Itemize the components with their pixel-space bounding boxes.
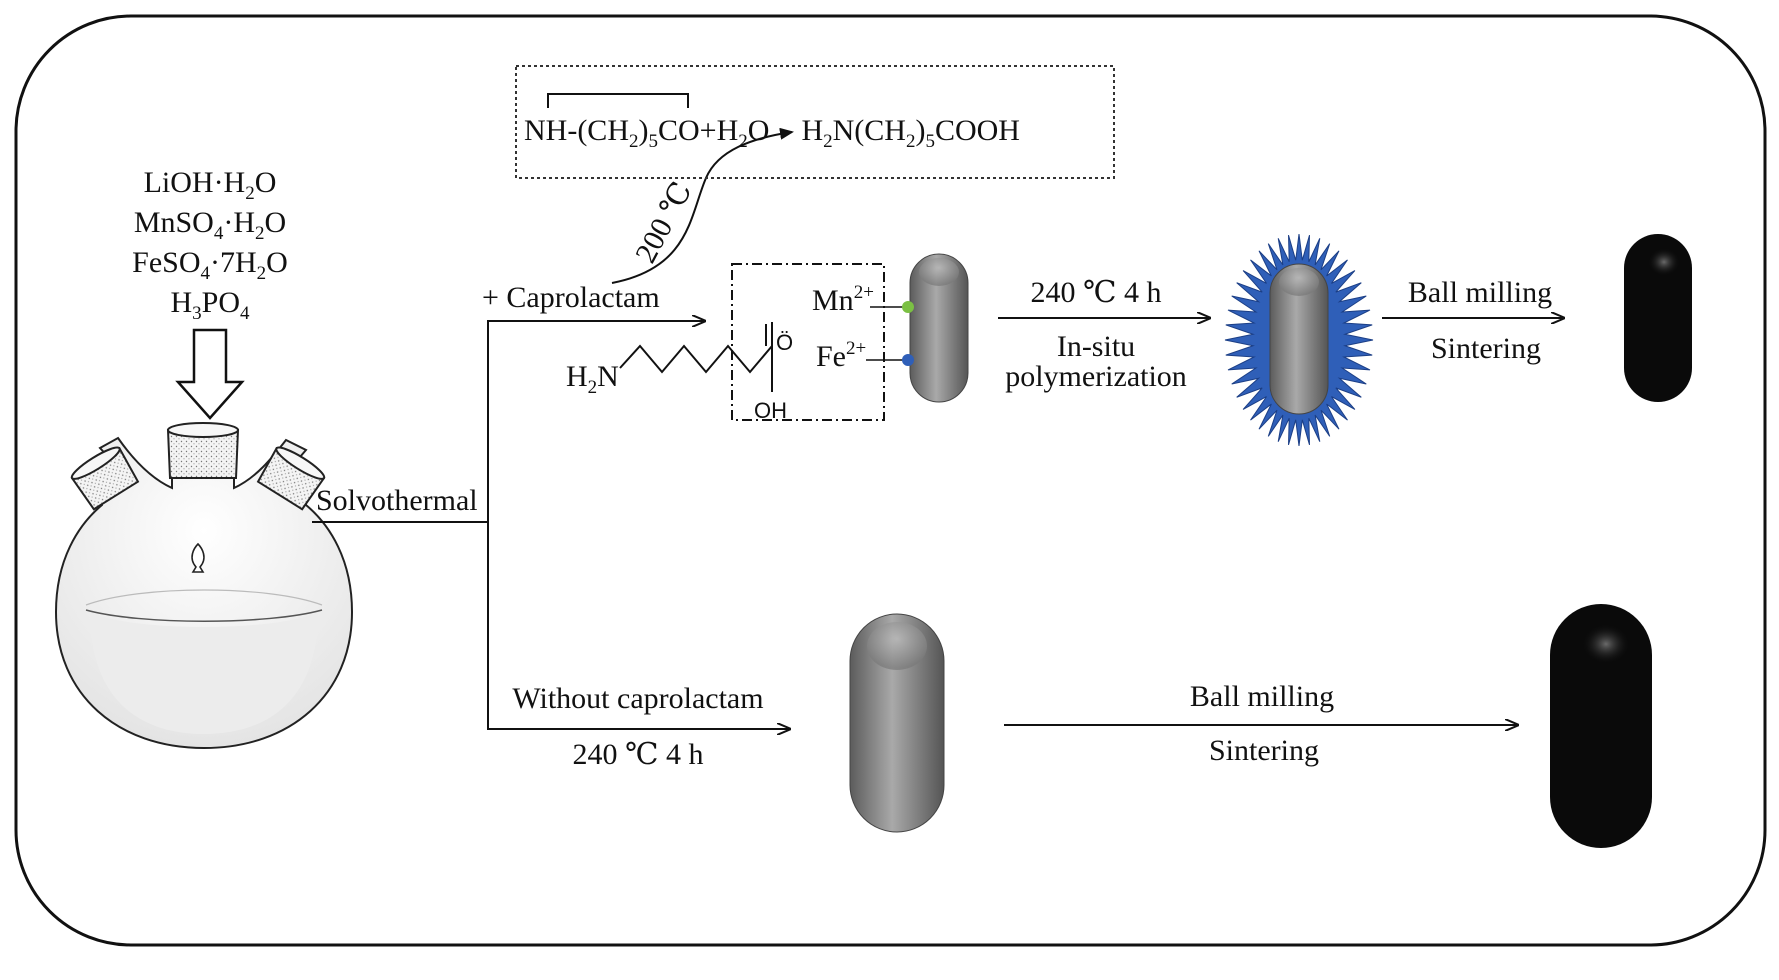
mn-dot	[902, 301, 914, 313]
molecule-oxygen: Ö	[776, 330, 793, 355]
insitu-label: In-situ	[1057, 330, 1135, 363]
equation-box	[515, 65, 1115, 179]
gray-particle-lower	[849, 613, 945, 833]
reagent-lioh: LiOH·H2O	[144, 166, 277, 204]
gray-particle-upper	[909, 253, 969, 403]
heating-curve-arrow	[611, 127, 794, 284]
reagent-mnso4: MnSO4·H2O	[134, 206, 286, 244]
polymerization-label: polymerization	[1005, 360, 1187, 393]
hollow-down-arrow	[175, 328, 245, 420]
molecule-chain	[619, 344, 773, 374]
bottom-condition-label: 240 ℃ 4 h	[572, 738, 703, 771]
sintering-bottom-label: Sintering	[1209, 734, 1319, 767]
carbon-coated-particle-top	[1624, 234, 1692, 402]
fe-dot	[902, 354, 914, 366]
sintering-top-label: Sintering	[1431, 332, 1541, 365]
solvothermal-label: Solvothermal	[316, 484, 478, 517]
ring-bracket	[547, 93, 689, 108]
polymer-coated-particle	[1224, 233, 1374, 447]
fe-ion-label: Fe2+	[816, 338, 866, 373]
top-condition-label: 240 ℃ 4 h	[1030, 276, 1161, 309]
molecule-h2n: H2N	[566, 360, 619, 398]
reagent-h3po4: H3PO4	[170, 286, 250, 324]
three-neck-flask	[54, 422, 354, 750]
caprolactam-label: + Caprolactam	[482, 281, 660, 314]
molecule-box	[731, 263, 885, 421]
reagent-feso4: FeSO4·7H2O	[132, 246, 288, 284]
carbon-particle-bottom	[1550, 604, 1652, 848]
ball-milling-top-label: Ball milling	[1408, 276, 1552, 309]
mn-ion-label: Mn2+	[812, 282, 874, 317]
molecule-oh: OH	[754, 398, 787, 423]
without-caprolactam-label: Without caprolactam	[512, 682, 763, 715]
reagent-list: LiOH·H2O MnSO4·H2O FeSO4·7H2O H3PO4	[132, 166, 288, 324]
ball-milling-bottom-label: Ball milling	[1190, 680, 1334, 713]
